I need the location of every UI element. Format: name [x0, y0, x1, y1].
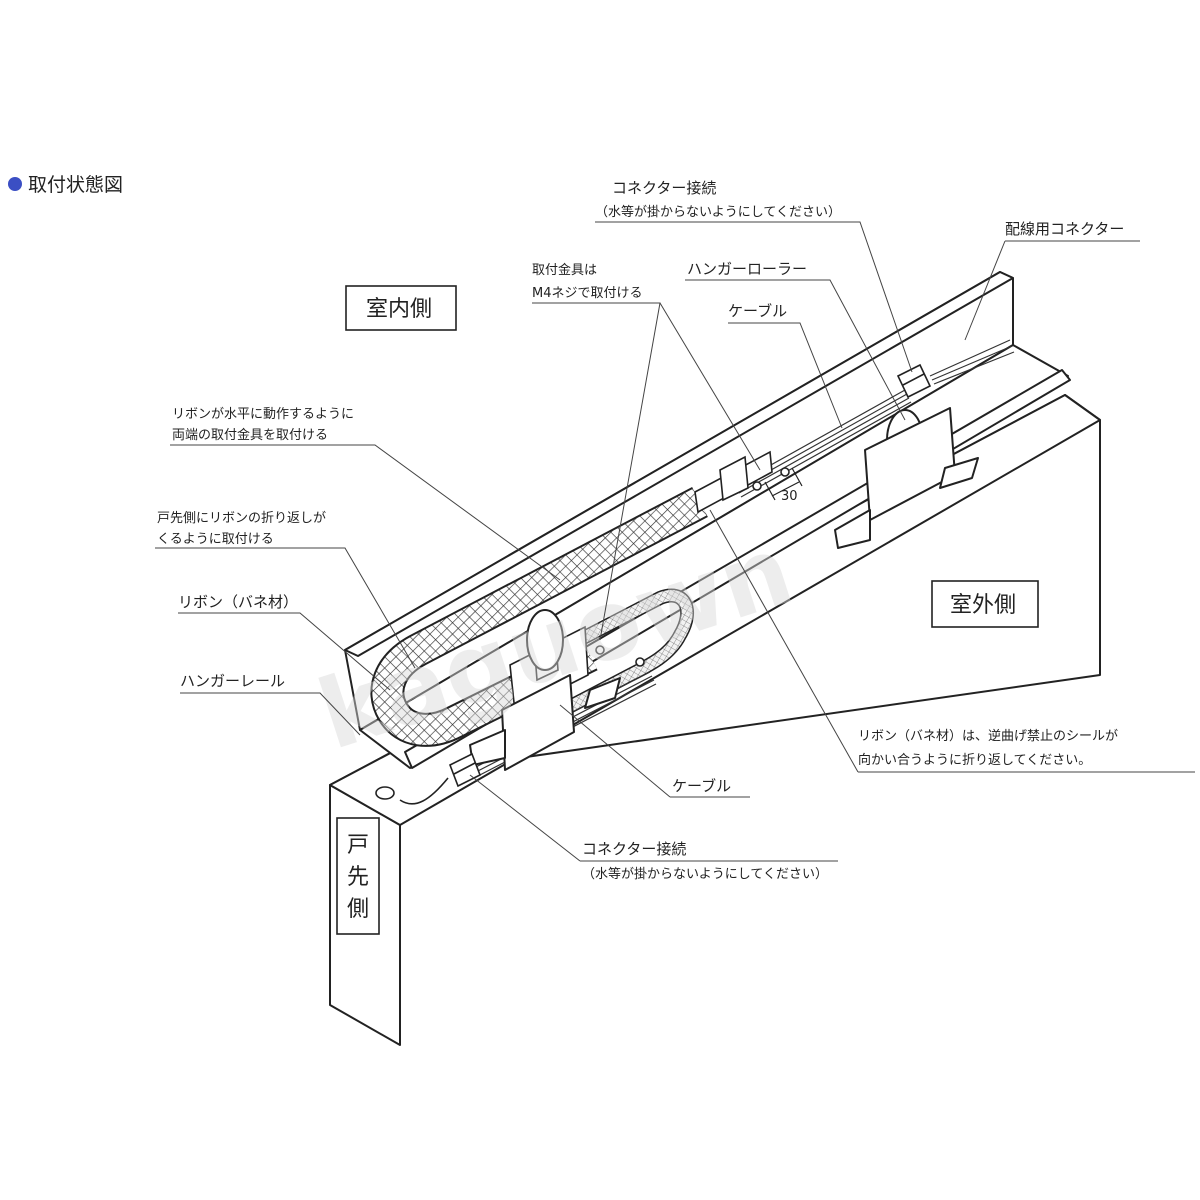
ribbon-spring: [370, 486, 708, 747]
leader-lines: [155, 221, 1195, 862]
zone-door-tip-3: 側: [347, 897, 369, 922]
dimension-value: 30: [781, 489, 798, 504]
label-ribbon-note-2: 向かい合うように折り返してください。: [858, 752, 1091, 768]
label-hanger-roller: ハンガーローラー: [687, 260, 807, 278]
label-ribbon-spring: リボン（バネ材）: [178, 593, 298, 611]
dimension-30: [764, 467, 803, 501]
label-ribbon-fold-2: くるように取付ける: [157, 532, 274, 547]
label-ribbon-level-2: 両端の取付金具を取付ける: [172, 427, 328, 443]
bracket-upper: [694, 450, 790, 514]
callout-labels: コネクター接続 （水等が掛からないようにしてください） 配線用コネクター 取付金…: [157, 179, 1124, 882]
zone-outdoor-label: 室外側: [950, 593, 1016, 618]
label-bracket-1: 取付金具は: [532, 262, 597, 278]
zone-outdoor: 室外側: [931, 580, 1039, 628]
label-cable-top: ケーブル: [728, 302, 787, 320]
label-connector-top-note: （水等が掛からないようにしてください）: [595, 204, 841, 220]
hanger-roller-front: [469, 609, 621, 771]
label-wiring-connector: 配線用コネクター: [1005, 220, 1124, 238]
label-ribbon-fold-1: 戸先側にリボンの折り返しが: [157, 511, 326, 526]
label-connector-top: コネクター接続: [612, 179, 716, 197]
label-ribbon-level-1: リボンが水平に動作するように: [172, 407, 354, 422]
label-connector-bottom-note: （水等が掛からないようにしてください）: [582, 866, 828, 882]
connector-lower: [375, 752, 482, 805]
zone-door-tip-2: 先: [347, 865, 369, 890]
connector-upper: [896, 363, 932, 399]
label-cable-bottom: ケーブル: [672, 777, 731, 795]
label-ribbon-note-1: リボン（バネ材）は、逆曲げ禁止のシールが: [858, 728, 1118, 744]
label-bracket-2: M4ネジで取付ける: [532, 286, 643, 301]
title-bullet: [8, 177, 22, 191]
label-hanger-rail: ハンガーレール: [180, 672, 285, 690]
zone-indoor-label: 室内側: [366, 297, 432, 322]
page-title: 取付状態図: [28, 174, 123, 196]
hanger-roller-rear: [834, 407, 979, 549]
label-connector-bottom: コネクター接続: [582, 840, 686, 858]
zone-door-tip: 戸 先 側: [336, 817, 380, 935]
zone-indoor: 室内側: [345, 285, 457, 331]
zone-door-tip-1: 戸: [347, 833, 369, 858]
